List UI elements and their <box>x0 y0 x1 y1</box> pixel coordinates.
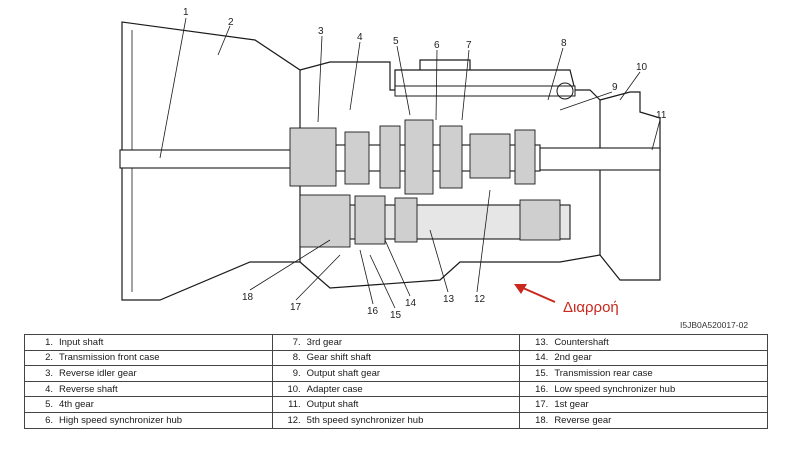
transmission-cutaway-diagram: 1 2 3 4 5 6 7 8 9 10 11 12 13 14 15 16 1… <box>119 7 748 330</box>
legend-cell: 2. Transmission front case <box>24 349 273 367</box>
callout-4: 4 <box>357 32 363 43</box>
legend-cell: 5. 4th gear <box>24 396 273 413</box>
legend-cell: 15. Transmission rear case <box>519 365 768 382</box>
legend-number: 16. <box>535 383 549 395</box>
legend-cell: 13. Countershaft <box>519 334 768 351</box>
legend-number: 10. <box>287 383 301 395</box>
leak-arrow <box>514 284 556 303</box>
figure-code: I5JB0A520017-02 <box>680 320 748 330</box>
legend-cell: 7. 3rd gear <box>271 334 521 351</box>
legend-text: 5th speed synchronizer hub <box>306 414 424 426</box>
callout-16: 16 <box>367 306 379 317</box>
output-shaft <box>539 147 661 171</box>
legend-number: 11. <box>288 399 301 411</box>
callout-12: 12 <box>474 294 486 305</box>
legend-number: 3. <box>45 367 53 379</box>
legend-text: Countershaft <box>554 336 609 348</box>
callout-18: 18 <box>242 292 254 303</box>
legend-text: 1st gear <box>554 399 589 411</box>
legend-number: 8. <box>292 352 301 364</box>
legend-cell: 6. High speed synchronizer hub <box>24 411 273 429</box>
callout-3: 3 <box>318 26 324 37</box>
legend-text: Low speed synchronizer hub <box>554 383 676 395</box>
gear-shift-shaft <box>394 82 576 100</box>
leader-lines <box>159 17 661 309</box>
legend-cell: 16. Low speed synchronizer hub <box>519 380 768 398</box>
callout-14: 14 <box>405 298 417 309</box>
callout-7: 7 <box>466 40 472 51</box>
legend-number: 9. <box>292 367 301 379</box>
legend-row: 4. Reverse shaft 10. Adapter case 16. Low spe… <box>24 380 768 398</box>
legend-cell: 1. Input shaft <box>24 334 273 351</box>
legend-text: Gear shift shaft <box>306 352 372 364</box>
legend-cell: 8. Gear shift shaft <box>271 349 521 367</box>
legend-row: 6. High speed synchronizer hub 12. 5th spee… <box>24 411 768 429</box>
legend-number: 17. <box>535 399 549 411</box>
legend-text: 4th gear <box>59 399 94 411</box>
legend-number: 2. <box>45 352 53 364</box>
legend-text: Output shaft gear <box>306 367 381 379</box>
legend-text: Transmission front case <box>59 352 160 364</box>
callout-2: 2 <box>228 17 234 28</box>
legend-cell: 9. Output shaft gear <box>271 365 521 382</box>
legend-number: 13. <box>535 336 549 348</box>
legend-cell: 18. Reverse gear <box>519 411 768 429</box>
legend-text: Transmission rear case <box>554 367 653 379</box>
gears <box>289 119 561 248</box>
legend-row: 3. Reverse idler gear 9. Output shaft gear 1… <box>24 365 768 382</box>
legend-number: 6. <box>45 414 53 426</box>
legend-text: Adapter case <box>306 383 363 395</box>
callout-11: 11 <box>656 110 667 121</box>
legend-cell: 4. Reverse shaft <box>24 380 273 398</box>
legend-number: 14. <box>535 352 549 364</box>
legend-cell: 14. 2nd gear <box>519 349 768 367</box>
callout-10: 10 <box>636 62 648 73</box>
legend-number: 5. <box>45 399 53 411</box>
legend-row: 5. 4th gear 11. Output shaft 17. 1st gear <box>24 396 768 413</box>
callout-1: 1 <box>183 7 189 18</box>
callout-5: 5 <box>393 36 399 47</box>
legend-cell: 10. Adapter case <box>271 380 521 398</box>
legend-cell: 17. 1st gear <box>519 396 768 413</box>
legend-cell: 11. Output shaft <box>271 396 521 413</box>
legend-row: 2. Transmission front case 8. Gear shift sh… <box>24 349 768 367</box>
callout-6: 6 <box>434 40 440 51</box>
callout-9: 9 <box>612 82 618 93</box>
leak-label: Διαρροή <box>563 299 619 316</box>
legend-text: Output shaft <box>306 399 359 411</box>
callout-numbers: 1 2 3 4 5 6 7 8 9 10 11 12 13 14 15 16 1… <box>183 7 748 330</box>
legend-text: Input shaft <box>59 336 104 348</box>
callout-13: 13 <box>443 294 455 305</box>
legend-text: Reverse gear <box>554 414 612 426</box>
legend-number: 1. <box>45 336 53 348</box>
legend-number: 18. <box>535 414 549 426</box>
legend-number: 12. <box>287 414 301 426</box>
transmission-housing <box>121 21 661 301</box>
legend-text: 3rd gear <box>306 336 343 348</box>
legend-number: 7. <box>292 336 301 348</box>
legend-number: 4. <box>45 383 53 395</box>
legend-text: 2nd gear <box>554 352 592 364</box>
legend-text: Reverse shaft <box>59 383 118 395</box>
legend-cell: 12. 5th speed synchronizer hub <box>271 411 521 429</box>
callout-15: 15 <box>390 310 402 321</box>
legend-text: Reverse idler gear <box>59 367 137 379</box>
legend-text: High speed synchronizer hub <box>59 414 183 426</box>
callout-17: 17 <box>290 302 302 313</box>
legend-row: 1. Input shaft 7. 3rd gear 13. Countershaft <box>24 334 768 351</box>
legend-number: 15. <box>535 367 549 379</box>
legend-cell: 3. Reverse idler gear <box>24 365 273 382</box>
callout-8: 8 <box>561 38 567 49</box>
